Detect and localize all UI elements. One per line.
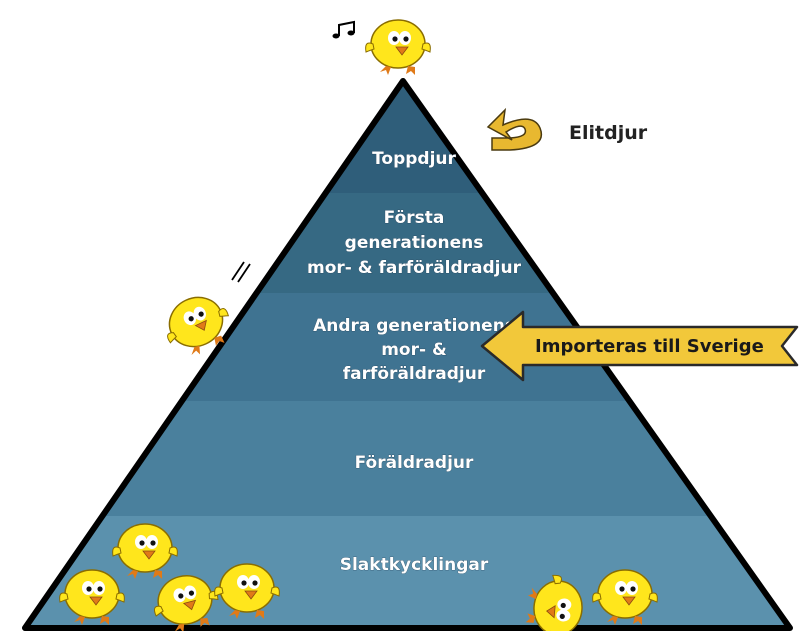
music-note-icon	[332, 20, 355, 39]
pyramid-tier-1	[25, 81, 790, 193]
elite-label: Elitdjur	[569, 122, 648, 144]
tier-2-label-line-3: mor- & farföräldradjur	[307, 258, 522, 278]
import-label: Importeras till Sverige	[535, 336, 764, 357]
left-arrow-icon	[480, 310, 799, 382]
curved-arrow-icon	[486, 107, 543, 151]
chick-icon	[364, 19, 432, 76]
tier-1-label-line-1: Toppdjur	[372, 149, 456, 169]
tier-3-label-line-2: mor- &	[381, 340, 447, 360]
tier-3-label-line-3: farföräldradjur	[343, 364, 486, 384]
tier-2-label-line-2: generationens	[345, 233, 484, 253]
tier-2-label-line-1: Första	[384, 208, 445, 228]
tier-5-label-line-1: Slaktkycklingar	[340, 555, 489, 575]
tier-3-label-line-1: Andra generationens	[313, 316, 515, 336]
tier-4-label-line-1: Föräldradjur	[355, 453, 474, 473]
slash-marks-icon	[231, 261, 251, 283]
